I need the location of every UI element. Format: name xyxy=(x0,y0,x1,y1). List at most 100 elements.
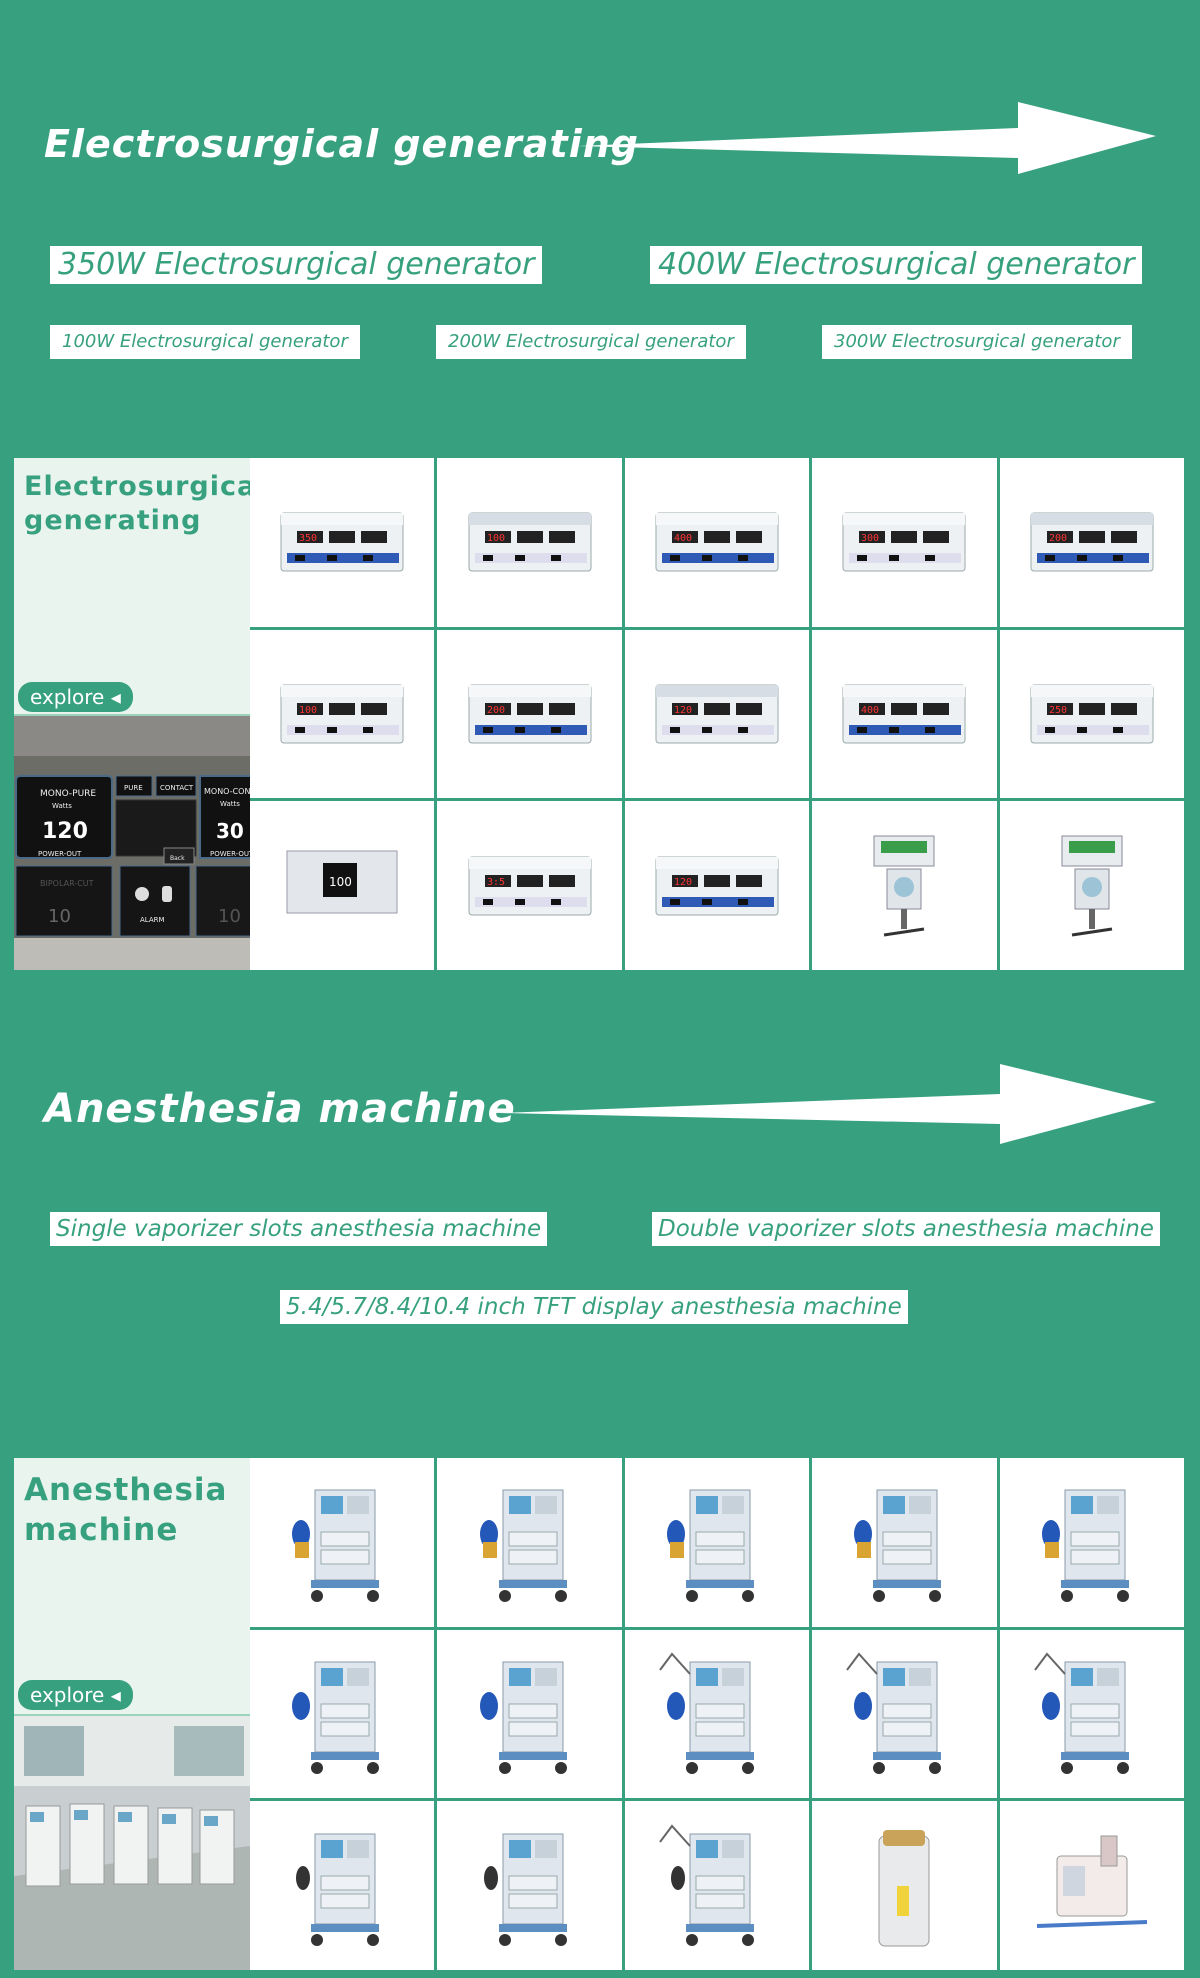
sidebar-title-line1: Electrosurgical xyxy=(24,471,250,502)
anesthesia-machine-image xyxy=(292,1661,380,1774)
tag-double-vaporizer[interactable]: Double vaporizer slots anesthesia machin… xyxy=(652,1212,1160,1246)
generator-image: 120 xyxy=(655,856,779,916)
generator-image: 3:5 xyxy=(468,856,592,916)
arrow-right-icon xyxy=(578,102,1156,174)
arrow-right-icon xyxy=(500,1064,1156,1144)
factory-photo xyxy=(14,1714,250,1970)
tag-350w[interactable]: 350W Electrosurgical generator xyxy=(50,246,543,284)
product-cell-electrosurgical[interactable]: 120 xyxy=(624,629,810,799)
anesthesia-machine-image xyxy=(1036,1835,1147,1928)
generator-image: 300 xyxy=(842,512,966,572)
panel-value-2: 30 xyxy=(216,819,244,843)
anesthesia-machine-image xyxy=(296,1833,380,1946)
product-cell-anesthesia[interactable] xyxy=(812,1629,997,1799)
product-cell-electrosurgical[interactable]: 400 xyxy=(812,629,997,799)
product-cell-electrosurgical[interactable]: 100 xyxy=(437,458,622,627)
tag-300w[interactable]: 300W Electrosurgical generator xyxy=(822,325,1132,359)
product-cell-anesthesia[interactable] xyxy=(999,1801,1184,1970)
generator-image: 100 xyxy=(286,850,398,914)
product-cell-anesthesia[interactable] xyxy=(250,1458,435,1627)
generator-image: 200 xyxy=(1030,512,1154,572)
sidebar-title-line2: machine xyxy=(24,1512,179,1549)
device-display: 200 xyxy=(1049,533,1067,544)
anesthesia-machine-image xyxy=(292,1489,380,1603)
generator-image xyxy=(1061,835,1123,937)
product-cell-anesthesia[interactable] xyxy=(250,1801,435,1970)
panel-mono-pure: MONO-PURE xyxy=(40,789,96,799)
panel-watts-1: Watts xyxy=(52,802,72,810)
anesthesia-machine-image xyxy=(483,1833,567,1946)
panel-power-out-1: POWER-OUT xyxy=(38,850,82,858)
generator-image: 120 xyxy=(655,684,779,744)
generator-image: 400 xyxy=(655,512,779,572)
panel-watts-2: Watts xyxy=(220,800,240,808)
product-cell-electrosurgical[interactable]: 200 xyxy=(437,629,622,799)
product-cell-electrosurgical[interactable]: 200 xyxy=(999,458,1184,627)
generator-image: 100 xyxy=(280,684,404,744)
sidebar-anesthesia: Anesthesia machine explore ◂ xyxy=(14,1458,250,1970)
product-cell-electrosurgical[interactable] xyxy=(999,801,1184,970)
device-display: 350 xyxy=(299,533,317,544)
tag-100w[interactable]: 100W Electrosurgical generator xyxy=(50,325,360,359)
anesthesia-machine-image xyxy=(666,1489,754,1603)
anesthesia-grid xyxy=(250,1458,1184,1970)
panel-value-4: 10 xyxy=(218,906,241,927)
device-display: 3:5 xyxy=(487,877,505,888)
sidebar-electrosurgical: Electrosurgical generating explore ◂ MON… xyxy=(14,458,250,970)
product-cell-electrosurgical[interactable]: 120 xyxy=(624,801,810,970)
product-cell-electrosurgical[interactable]: 400 xyxy=(624,458,810,627)
tag-400w[interactable]: 400W Electrosurgical generator xyxy=(650,246,1143,284)
generator-image xyxy=(873,835,935,937)
product-cell-electrosurgical[interactable]: 3:5 xyxy=(437,801,622,970)
sidebar-title-line2: generating xyxy=(24,504,202,536)
anesthesia-machine-image xyxy=(1033,1652,1129,1774)
sidebar-title: Electrosurgical generating xyxy=(24,470,250,538)
panel-contact: CONTACT xyxy=(160,784,194,792)
panel-value-1: 120 xyxy=(42,819,88,844)
product-cell-anesthesia[interactable] xyxy=(437,1629,622,1799)
anesthesia-machine-image xyxy=(1041,1489,1129,1603)
anesthesia-machine-image xyxy=(659,1652,754,1774)
sidebar-title-line1: Anesthesia xyxy=(24,1472,228,1508)
generator-image: 100 xyxy=(468,512,592,572)
panel-power-out-2: POWER-OUT xyxy=(210,850,250,858)
anesthesia-machine-image xyxy=(659,1824,754,1946)
tag-single-vaporizer[interactable]: Single vaporizer slots anesthesia machin… xyxy=(50,1212,548,1246)
generator-image: 200 xyxy=(468,684,592,744)
device-display: 400 xyxy=(674,533,692,544)
product-cell-anesthesia[interactable] xyxy=(624,1458,810,1627)
product-cell-electrosurgical[interactable]: 300 xyxy=(812,458,997,627)
panel-alarm: ALARM xyxy=(140,916,165,924)
tag-200w[interactable]: 200W Electrosurgical generator xyxy=(436,325,746,359)
anesthesia-machine-image xyxy=(878,1829,930,1947)
control-panel-photo: MONO-PURE Watts 120 PURE CONTACT MONO-CO… xyxy=(14,714,250,970)
product-cell-anesthesia[interactable] xyxy=(437,1458,622,1627)
product-cell-electrosurgical[interactable]: 250 xyxy=(999,629,1184,799)
tag-tft-display[interactable]: 5.4/5.7/8.4/10.4 inch TFT display anesth… xyxy=(280,1290,908,1324)
generator-image: 400 xyxy=(842,684,966,744)
product-cell-electrosurgical[interactable]: 100 xyxy=(250,629,435,799)
anesthesia-machine-image xyxy=(846,1652,942,1774)
section-title-anesthesia: Anesthesia machine xyxy=(44,1086,516,1132)
product-cell-anesthesia[interactable] xyxy=(437,1801,622,1970)
product-cell-anesthesia[interactable] xyxy=(624,1801,810,1970)
device-display: 100 xyxy=(487,533,505,544)
product-cell-anesthesia[interactable] xyxy=(812,1801,997,1970)
generator-image: 350 xyxy=(280,512,404,572)
product-cell-electrosurgical[interactable]: 100 xyxy=(250,801,435,970)
product-cell-anesthesia[interactable] xyxy=(250,1629,435,1799)
anesthesia-gallery: Anesthesia machine explore ◂ xyxy=(14,1458,1184,1970)
product-cell-anesthesia[interactable] xyxy=(624,1629,810,1799)
product-cell-anesthesia[interactable] xyxy=(999,1629,1184,1799)
generator-image: 250 xyxy=(1030,684,1154,744)
product-cell-electrosurgical[interactable]: 350 xyxy=(250,458,435,627)
electrosurgical-gallery: Electrosurgical generating explore ◂ MON… xyxy=(14,458,1184,970)
device-display: 120 xyxy=(674,877,692,888)
explore-button[interactable]: explore ◂ xyxy=(18,682,133,712)
product-cell-electrosurgical[interactable] xyxy=(812,801,997,970)
sidebar-title: Anesthesia machine xyxy=(24,1470,227,1551)
panel-bipolar-cut: BIPOLAR-CUT xyxy=(40,879,94,888)
product-cell-anesthesia[interactable] xyxy=(999,1458,1184,1627)
explore-button[interactable]: explore ◂ xyxy=(18,1680,133,1710)
product-cell-anesthesia[interactable] xyxy=(812,1458,997,1627)
